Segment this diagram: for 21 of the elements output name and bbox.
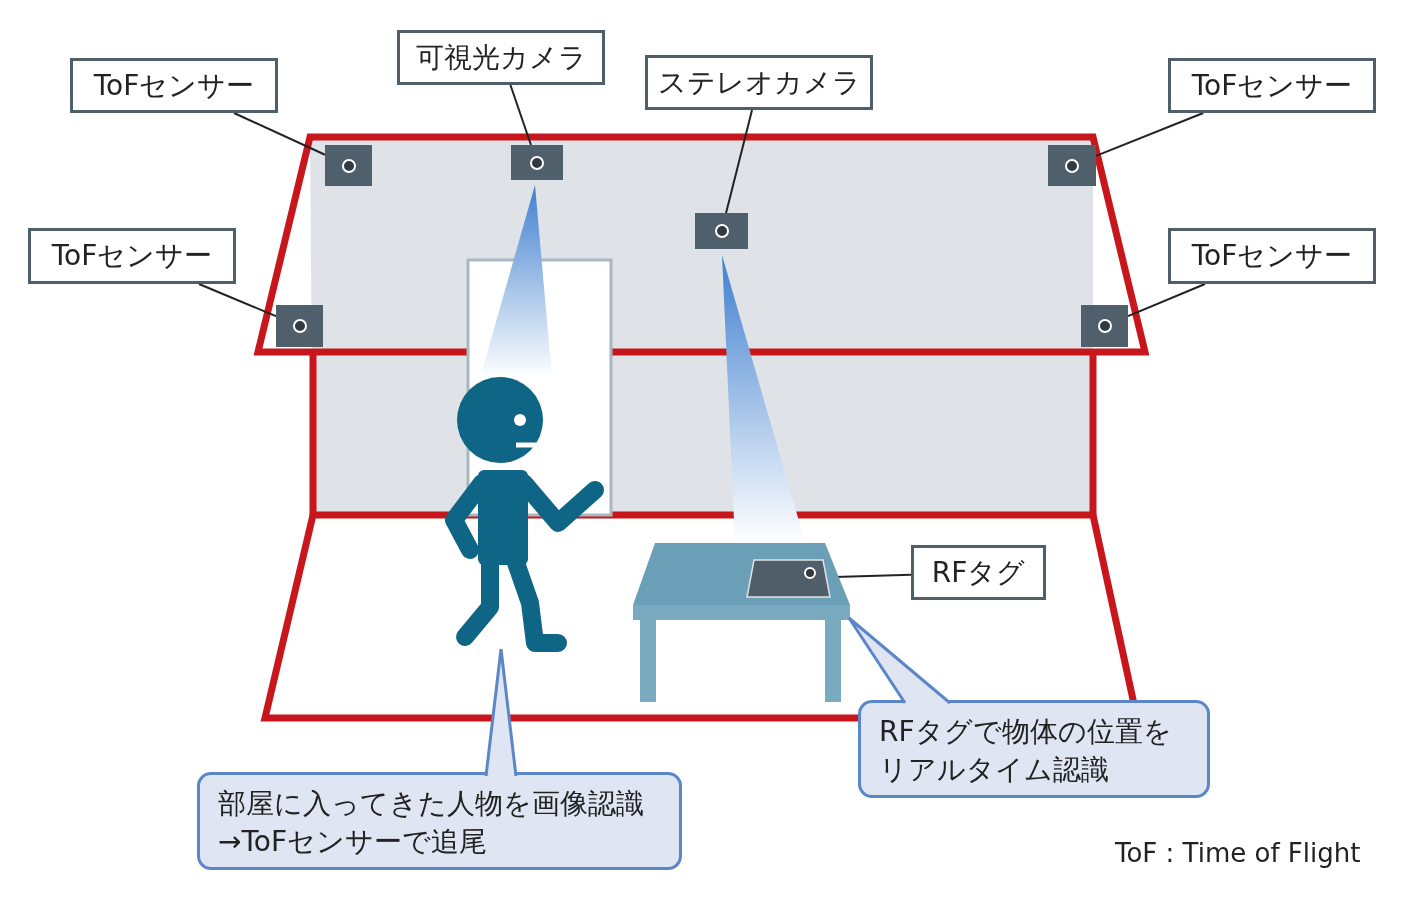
sensor-box <box>325 145 372 186</box>
note-text: ToF : Time of Flight <box>1115 838 1361 868</box>
callout-tail <box>847 616 952 705</box>
sensor-box <box>1048 145 1096 186</box>
label-box: ToFセンサー <box>70 58 278 113</box>
label-box: ToFセンサー <box>28 228 236 284</box>
sensor-box <box>276 305 323 347</box>
label-box: RFタグ <box>911 545 1046 600</box>
leader-line <box>725 109 754 214</box>
label-box: ToFセンサー <box>1168 228 1376 284</box>
callout-bubble: 部屋に入ってきた人物を画像認識→ToFセンサーで追尾 <box>197 772 682 870</box>
label-box: 可視光カメラ <box>397 30 605 85</box>
leader-line <box>1095 112 1205 157</box>
sensor-box <box>1081 305 1128 347</box>
sensor-box <box>511 145 563 180</box>
leader-line <box>509 84 532 146</box>
label-box: ToFセンサー <box>1168 58 1376 113</box>
leader-line <box>233 112 326 156</box>
label-box: ステレオカメラ <box>645 55 873 110</box>
callout-tail <box>484 647 518 778</box>
sensor-box <box>695 213 748 249</box>
